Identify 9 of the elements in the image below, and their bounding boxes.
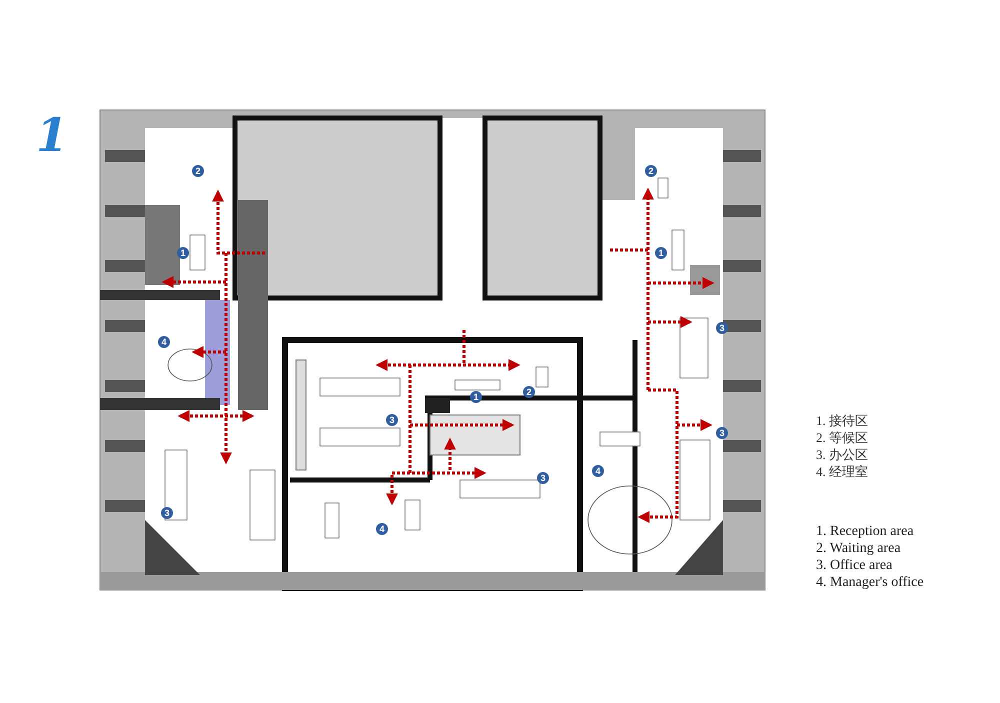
key-entry: 2. 等候区 [816, 429, 868, 447]
key-entry: 1. 接待区 [816, 412, 868, 430]
key-entry: 4. Manager's office [816, 575, 924, 591]
key-entry: 1. Reception area [816, 524, 914, 540]
figure-number: 1 [36, 108, 68, 162]
key-entry: 4. 经理室 [816, 463, 868, 481]
key-entry: 3. Office area [816, 558, 892, 574]
key-entry: 3. 办公区 [816, 446, 868, 464]
key-entry: 2. Waiting area [816, 541, 901, 557]
